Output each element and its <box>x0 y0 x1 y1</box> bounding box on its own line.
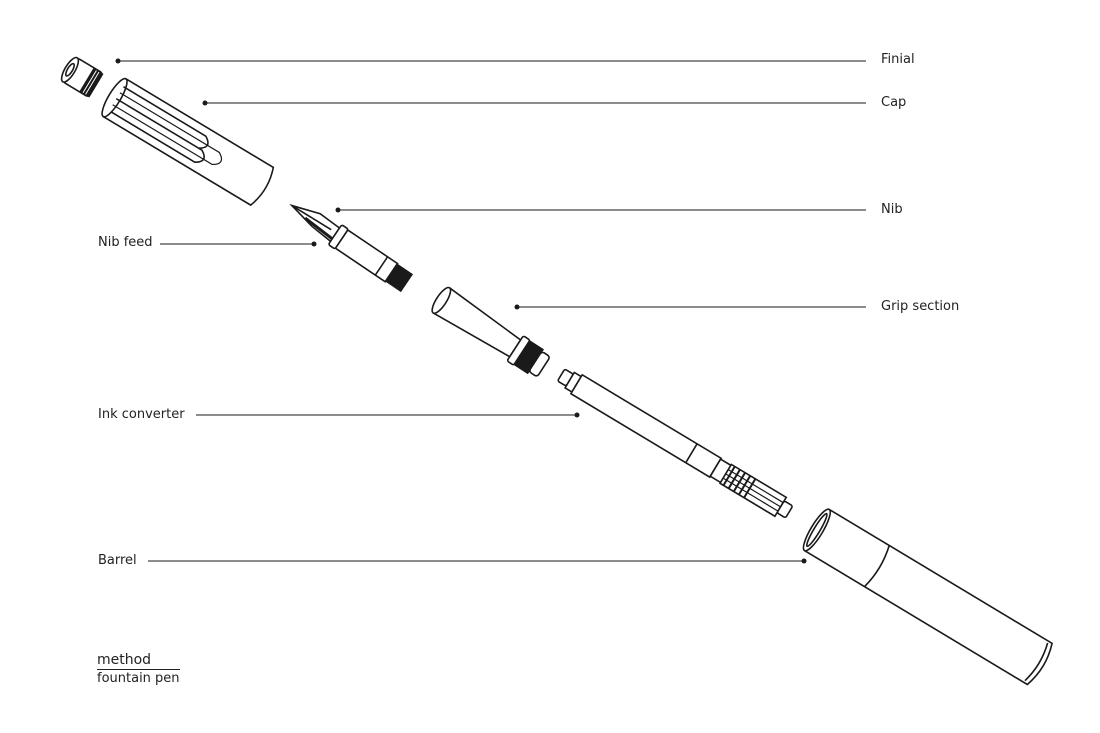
label-finial: Finial <box>881 52 915 67</box>
label-grip-section: Grip section <box>881 299 960 314</box>
label-cap: Cap <box>881 95 907 110</box>
nib-part <box>289 203 414 293</box>
leader-lines <box>118 60 866 562</box>
barrel-part <box>802 508 1053 686</box>
cap-part <box>101 77 275 207</box>
finial-part <box>60 56 104 98</box>
label-barrel: Barrel <box>98 553 137 568</box>
ink-converter-part <box>557 368 793 519</box>
brand-subtitle: fountain pen <box>97 671 180 686</box>
leader-dots <box>115 58 807 564</box>
label-nib-feed: Nib feed <box>98 235 153 250</box>
grip-section-part <box>431 286 550 377</box>
brand-logo: method fountain pen <box>97 652 180 687</box>
brand-name: method <box>97 652 180 670</box>
label-ink-converter: Ink converter <box>98 407 185 422</box>
label-nib: Nib <box>881 202 903 217</box>
